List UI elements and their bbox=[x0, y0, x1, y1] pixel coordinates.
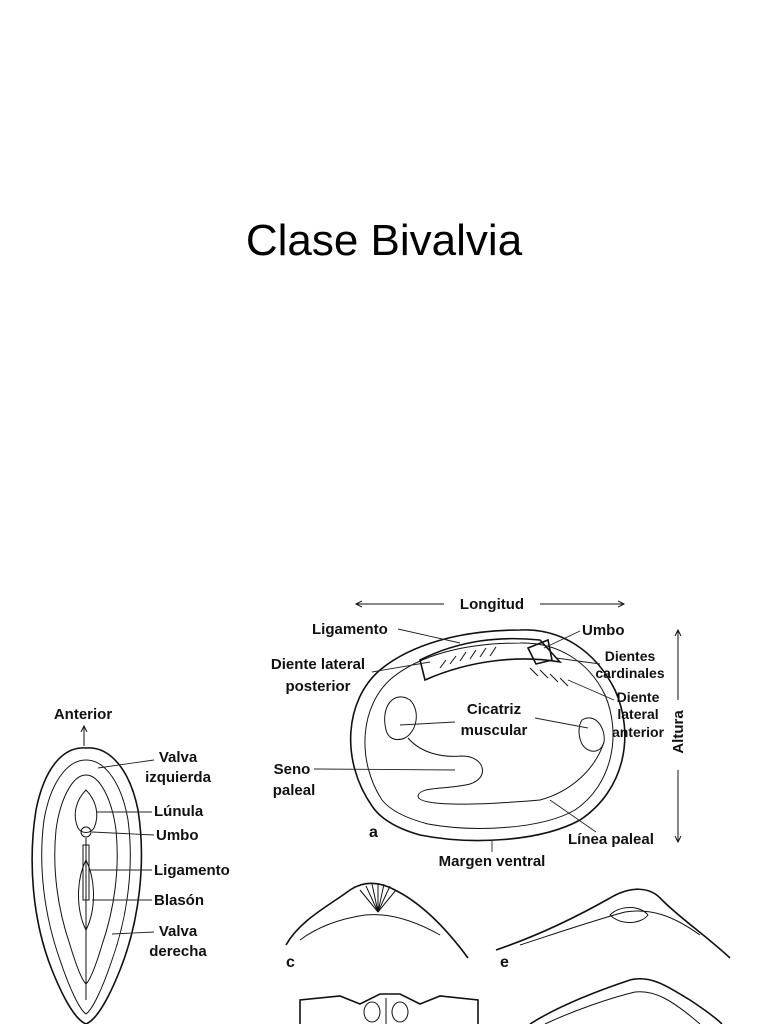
label-umbo-a: Umbo bbox=[582, 622, 625, 639]
dorsal-ligament bbox=[82, 844, 90, 901]
muscle-scar-anterior bbox=[578, 717, 605, 752]
leader-linea bbox=[549, 799, 597, 833]
label-diente-lateral-posterior-1: Diente lateral bbox=[271, 656, 365, 673]
label-lunula: Lúnula bbox=[154, 803, 204, 820]
figure-letter-a: a bbox=[369, 824, 378, 841]
hinge-detail-e: e bbox=[495, 888, 731, 971]
label-paleal: paleal bbox=[273, 782, 316, 799]
label-cardinales: cardinales bbox=[595, 665, 664, 681]
hinge-c-outline bbox=[285, 882, 469, 959]
pallial-sinus bbox=[407, 737, 541, 805]
leader-cicatriz-left bbox=[399, 721, 456, 726]
leader-umbo-b bbox=[91, 831, 155, 836]
leader-valva-izq bbox=[97, 759, 155, 769]
label-izquierda: izquierda bbox=[145, 769, 212, 786]
label-derecha: derecha bbox=[149, 943, 207, 960]
hinge-detail-bottom-left bbox=[299, 993, 479, 1024]
leader-umbo bbox=[543, 630, 581, 649]
label-diente-anterior-3: anterior bbox=[612, 724, 665, 740]
leader-seno bbox=[313, 768, 456, 771]
shell-inner-margin bbox=[364, 642, 614, 829]
label-ligamento-b: Ligamento bbox=[154, 862, 230, 879]
figure-letter-e: e bbox=[500, 954, 509, 971]
dorsal-shell-outline bbox=[31, 747, 143, 1024]
label-anterior: Anterior bbox=[54, 706, 113, 723]
label-altura: Altura bbox=[670, 710, 687, 754]
hinge-c-inner bbox=[299, 914, 441, 941]
hinge-detail-bottom-right bbox=[529, 977, 723, 1024]
dorsal-escutcheon bbox=[78, 858, 94, 932]
muscle-scar-posterior bbox=[384, 696, 417, 741]
hinge-teeth bbox=[439, 646, 569, 687]
figure-letter-c: c bbox=[286, 954, 295, 971]
label-dientes: Dientes bbox=[605, 648, 656, 664]
label-valva: Valva bbox=[159, 749, 198, 766]
label-diente-anterior-1: Diente bbox=[617, 689, 660, 705]
page-title: Clase Bivalvia bbox=[245, 216, 523, 265]
shell-outline bbox=[349, 629, 626, 842]
leader-ligamento bbox=[397, 628, 461, 644]
hinge-detail-c: c bbox=[285, 882, 469, 971]
label-blason: Blasón bbox=[154, 892, 204, 909]
leader-diente-anterior bbox=[567, 679, 615, 701]
label-muscular: muscular bbox=[461, 722, 528, 739]
label-cicatriz: Cicatriz bbox=[467, 701, 521, 718]
leader-dientes bbox=[555, 657, 601, 665]
umbo-shape bbox=[526, 638, 553, 665]
label-longitud: Longitud bbox=[460, 596, 524, 613]
hinge-e-outline bbox=[495, 888, 731, 959]
leader-cicatriz-right bbox=[534, 717, 589, 729]
leader-diente-posterior bbox=[371, 661, 431, 673]
dorsal-view-diagram: Anterior Valva izquierda Lúnula Umbo Lig… bbox=[31, 706, 230, 1024]
hinge-e-tooth bbox=[609, 907, 649, 923]
label-margen-ventral: Margen ventral bbox=[439, 853, 546, 870]
hinge-plate bbox=[419, 637, 563, 682]
leader-valva-der bbox=[111, 931, 155, 935]
pallial-line bbox=[539, 741, 605, 801]
shell-interior-diagram: Longitud Altura bbox=[271, 596, 687, 870]
dorsal-growth-line-1 bbox=[41, 759, 131, 1015]
label-valva-2: Valva bbox=[159, 923, 198, 940]
label-diente-lateral-posterior-2: posterior bbox=[285, 678, 350, 695]
hinge-c-resilium bbox=[359, 883, 397, 913]
dorsal-lunula bbox=[74, 789, 98, 833]
label-umbo-b: Umbo bbox=[156, 827, 199, 844]
label-ligamento-a: Ligamento bbox=[312, 621, 388, 638]
label-seno: Seno bbox=[274, 761, 311, 778]
label-linea-paleal: Línea paleal bbox=[568, 831, 654, 848]
hinge-e-inner bbox=[519, 910, 701, 946]
label-diente-anterior-2: lateral bbox=[617, 706, 658, 722]
dorsal-umbo bbox=[80, 826, 92, 838]
